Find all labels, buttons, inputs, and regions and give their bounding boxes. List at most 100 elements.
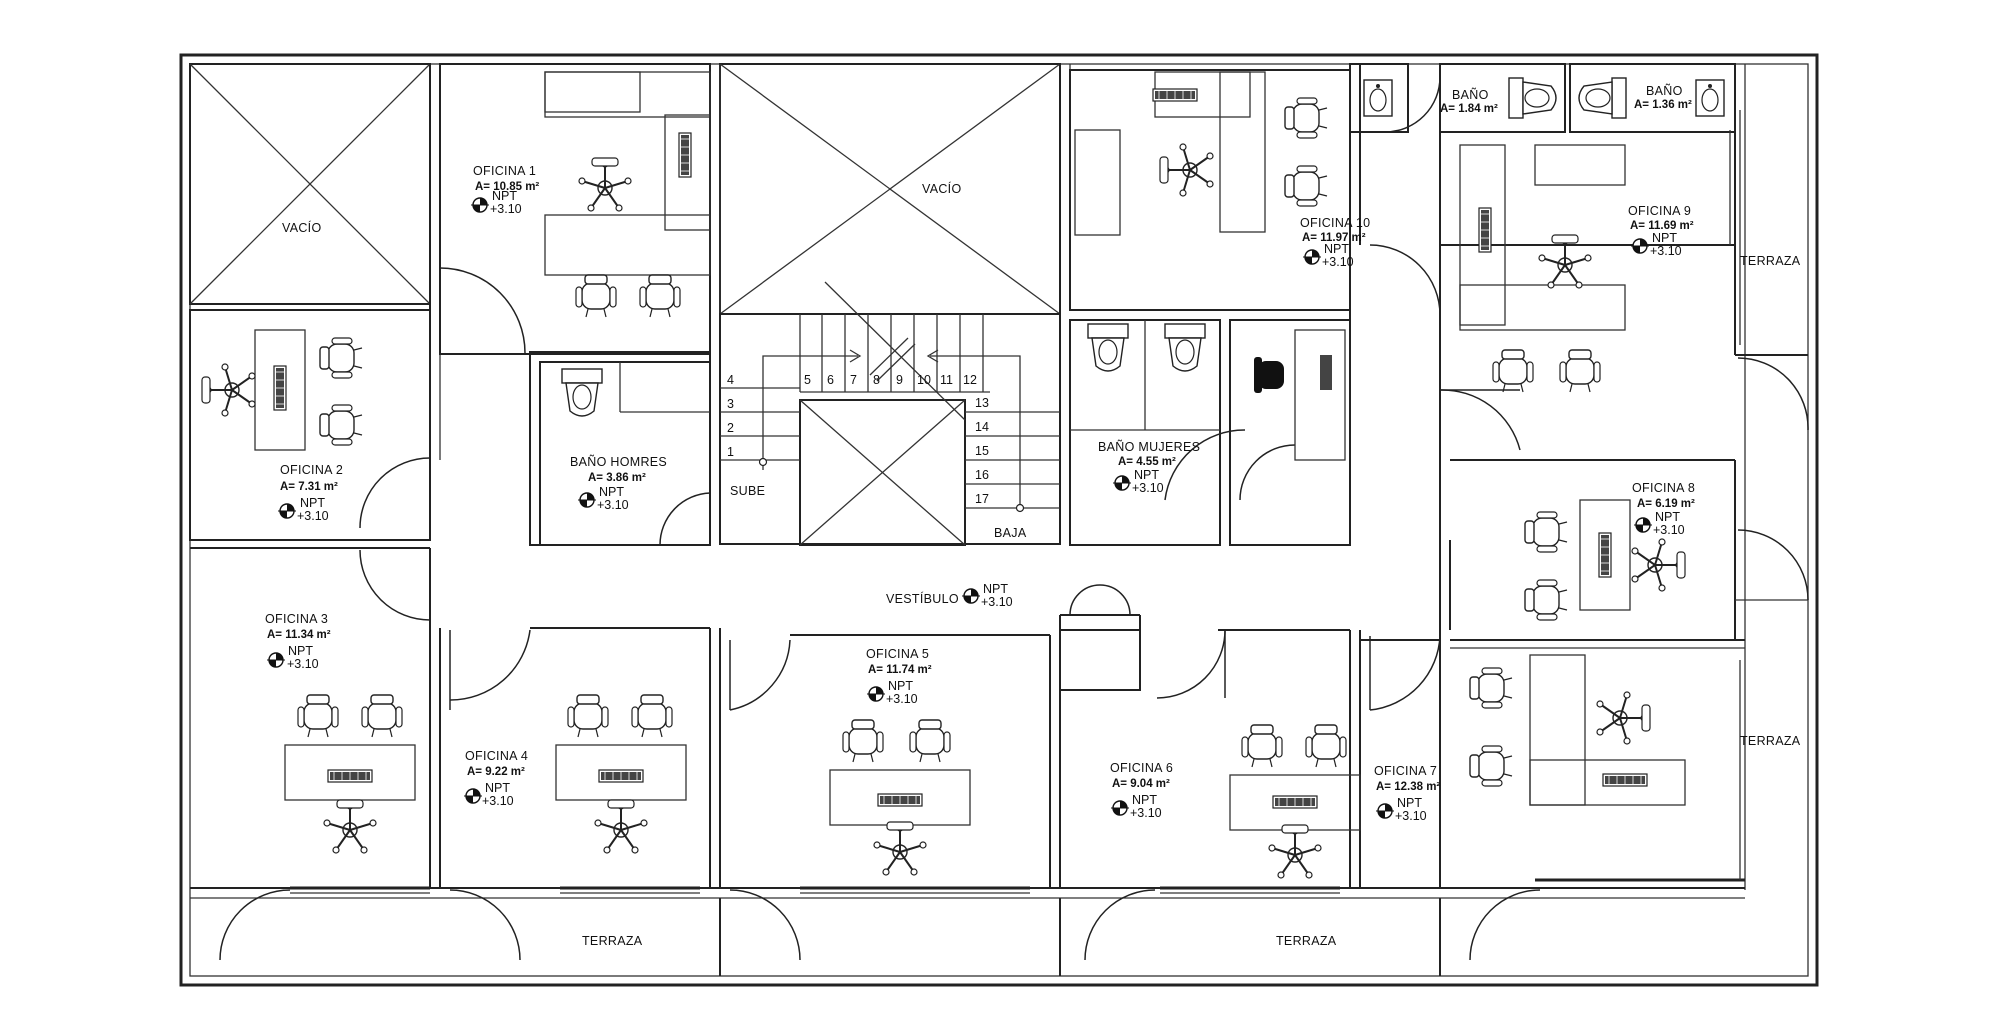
- stair-step-number: 12: [963, 373, 977, 387]
- void-label-2: VACÍO: [922, 181, 961, 196]
- stair-step-number: 5: [804, 373, 811, 387]
- level-marker-icon: [1633, 517, 1653, 533]
- level-value: +3.10: [490, 202, 522, 216]
- terrace-label-4: TERRAZA: [1740, 734, 1801, 748]
- level-marker-icon: [1302, 249, 1322, 265]
- staircase: [719, 281, 1061, 546]
- npt-label: NPT: [888, 679, 913, 693]
- level-value: +3.10: [1653, 523, 1685, 537]
- level-marker-icon: [1375, 803, 1395, 819]
- npt-label: NPT: [983, 582, 1008, 596]
- interior-walls: [189, 63, 1808, 976]
- level-value: +3.10: [482, 794, 514, 808]
- npt-label: NPT: [1397, 796, 1422, 810]
- doors: [219, 76, 1809, 961]
- stair-baja-label: BAJA: [994, 526, 1027, 540]
- room-oficina-9-area: A= 11.69 m²: [1630, 220, 1694, 232]
- room-oficina-10-area: A= 11.97 m²: [1302, 232, 1366, 244]
- room-oficina-8-name: OFICINA 8: [1632, 481, 1695, 495]
- room-oficina-6-name: OFICINA 6: [1110, 761, 1173, 775]
- level-marker-icon: [463, 788, 483, 804]
- room-bano-1-name: BAÑO: [1452, 88, 1489, 102]
- stair-step-number: 13: [975, 396, 989, 410]
- room-oficina-8-area: A= 6.19 m²: [1637, 498, 1695, 510]
- room-oficina-3-area: A= 11.34 m²: [267, 629, 331, 641]
- room-bano-2-name: BAÑO: [1646, 84, 1683, 98]
- level-value: +3.10: [886, 692, 918, 706]
- room-oficina-2-name: OFICINA 2: [280, 463, 343, 477]
- npt-label: NPT: [300, 496, 325, 510]
- void-label-1: VACÍO: [282, 220, 321, 235]
- stair-step-number: 11: [940, 373, 953, 387]
- room-oficina-7-name: OFICINA 7: [1374, 764, 1437, 778]
- room-bano-mujeres-name: BAÑO MUJERES: [1098, 440, 1200, 454]
- room-bano-hombres-area: A= 3.86 m²: [588, 472, 646, 484]
- level-value: +3.10: [981, 595, 1013, 609]
- stair-step-number: 2: [727, 421, 734, 435]
- stair-step-number: 16: [975, 468, 989, 482]
- stair-step-number: 8: [873, 373, 880, 387]
- outer-walls: [179, 53, 1819, 987]
- room-oficina-6-area: A= 9.04 m²: [1112, 778, 1170, 790]
- terrace-label-3: TERRAZA: [1740, 254, 1801, 268]
- level-marker-icon: [961, 588, 981, 604]
- vestibulo-label: VESTÍBULO: [886, 591, 959, 606]
- stair-step-number: 1: [727, 445, 734, 459]
- labels: VACÍO VACÍO OFICINA 1 A= 10.85 m² NPT +3…: [265, 84, 1801, 948]
- terrace-label-1: TERRAZA: [582, 934, 643, 948]
- npt-label: NPT: [1324, 242, 1349, 256]
- room-bano-2-area: A= 1.36 m²: [1634, 99, 1692, 111]
- room-oficina-5-name: OFICINA 5: [866, 647, 929, 661]
- npt-label: NPT: [492, 189, 517, 203]
- level-marker-icon: [1112, 475, 1132, 491]
- level-value: +3.10: [1322, 255, 1354, 269]
- stair-step-number: 7: [850, 373, 857, 387]
- room-oficina-4-area: A= 9.22 m²: [467, 766, 525, 778]
- level-marker-icon: [266, 652, 286, 668]
- room-bano-hombres-name: BAÑO HOMRES: [570, 455, 667, 469]
- room-oficina-7-area: A= 12.38 m²: [1376, 781, 1440, 793]
- level-value: +3.10: [1130, 806, 1162, 820]
- stair-step-number: 4: [727, 373, 734, 387]
- npt-label: NPT: [1652, 231, 1677, 245]
- stair-numbers: 4 3 2 1 5 6 7 8 9 10 11 12 13 14 15 16 1…: [727, 373, 989, 506]
- npt-label: NPT: [1134, 468, 1159, 482]
- level-value: +3.10: [287, 657, 319, 671]
- furniture: [201, 71, 1741, 894]
- stair-step-number: 17: [975, 492, 989, 506]
- level-value: +3.10: [1132, 481, 1164, 495]
- npt-label: NPT: [599, 485, 624, 499]
- level-marker-icon: [470, 197, 490, 213]
- npt-label: NPT: [288, 644, 313, 658]
- level-value: +3.10: [297, 509, 329, 523]
- room-oficina-1-area: A= 10.85 m²: [475, 181, 539, 193]
- stair-step-number: 9: [896, 373, 903, 387]
- room-oficina-9-name: OFICINA 9: [1628, 204, 1691, 218]
- room-bano-1-area: A= 1.84 m²: [1440, 103, 1498, 115]
- stair-step-number: 14: [975, 420, 989, 434]
- level-marker-icon: [1110, 800, 1130, 816]
- level-marker-icon: [577, 492, 597, 508]
- stair-sube-label: SUBE: [730, 484, 765, 498]
- level-marker-icon: [1630, 238, 1650, 254]
- npt-label: NPT: [1132, 793, 1157, 807]
- terrace-label-2: TERRAZA: [1276, 934, 1337, 948]
- stair-step-number: 15: [975, 444, 989, 458]
- room-oficina-4-name: OFICINA 4: [465, 749, 528, 763]
- npt-label: NPT: [485, 781, 510, 795]
- level-value: +3.10: [1650, 244, 1682, 258]
- level-value: +3.10: [1395, 809, 1427, 823]
- level-marker-icon: [866, 686, 886, 702]
- room-bano-mujeres-area: A= 4.55 m²: [1118, 456, 1176, 468]
- stair-step-number: 6: [827, 373, 834, 387]
- stair-step-number: 10: [917, 373, 931, 387]
- room-oficina-1-name: OFICINA 1: [473, 164, 536, 178]
- room-oficina-2-area: A= 7.31 m²: [280, 481, 338, 493]
- room-oficina-3-name: OFICINA 3: [265, 612, 328, 626]
- stair-step-number: 3: [727, 397, 734, 411]
- level-marker-icon: [277, 503, 297, 519]
- npt-label: NPT: [1655, 510, 1680, 524]
- room-oficina-10-name: OFICINA 10: [1300, 216, 1370, 230]
- level-value: +3.10: [597, 498, 629, 512]
